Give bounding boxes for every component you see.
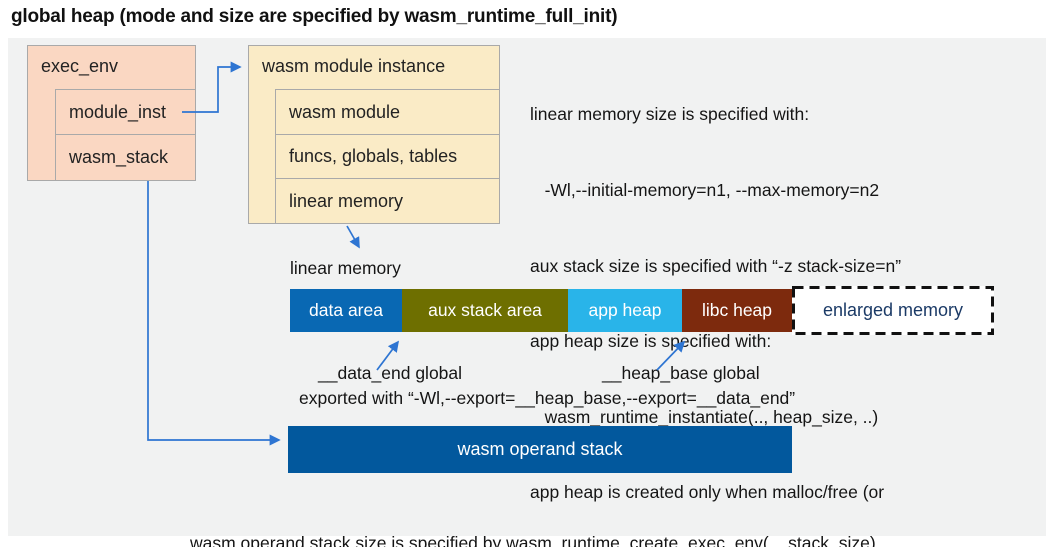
heap-base-global-label: __heap_base global xyxy=(602,363,760,383)
aux-stack-area-label: aux stack area xyxy=(428,300,542,320)
module-instance-header: wasm module instance xyxy=(262,56,446,76)
exec-env-row-wasm-stack: wasm_stack xyxy=(55,134,196,181)
exec-env-header: exec_env xyxy=(41,56,119,76)
diagram-title: global heap (mode and size are specified… xyxy=(11,6,618,27)
operand-stack-notes: wasm operand stack size is specified by … xyxy=(190,481,876,547)
enlarged-memory-label: enlarged memory xyxy=(822,300,964,320)
export-flags-label: exported with “-Wl,--export=__heap_base,… xyxy=(299,388,796,408)
libc-heap-label: libc heap xyxy=(701,300,773,320)
note-line: aux stack size is specified with “-z sta… xyxy=(530,255,902,276)
data-area-label: data area xyxy=(309,300,383,320)
note-line: wasm operand stack size is specified by … xyxy=(190,533,876,547)
module-instance-row-funcs-globals-tables: funcs, globals, tables xyxy=(275,134,500,179)
module-inst-label: module_inst xyxy=(69,101,167,122)
wasm-module-label: wasm module xyxy=(289,101,401,122)
linear-memory-label: linear memory xyxy=(290,258,401,278)
data-end-global-label: __data_end global xyxy=(318,363,463,383)
segment-libc-heap: libc heap xyxy=(682,289,792,332)
module-instance-row-linear-memory: linear memory xyxy=(275,178,500,224)
segment-data-area: data area xyxy=(290,289,402,332)
note-line: app heap is created only when malloc/fre… xyxy=(530,482,885,503)
linear-memory-row-label: linear memory xyxy=(289,190,404,211)
segment-aux-stack-area: aux stack area xyxy=(402,289,568,332)
wasm-operand-stack-bar: wasm operand stack xyxy=(288,426,792,473)
app-heap-label: app heap xyxy=(588,300,662,320)
funcs-globals-tables-label: funcs, globals, tables xyxy=(289,146,458,166)
note-line: linear memory size is specified with: xyxy=(530,104,810,125)
note-line: wasm_runtime_instantiate(.., heap_size, … xyxy=(530,406,879,427)
segment-app-heap: app heap xyxy=(568,289,682,332)
exec-env-row-module-inst: module_inst xyxy=(55,89,196,135)
note-line: -Wl,--initial-memory=n1, --max-memory=n2 xyxy=(530,180,880,201)
segment-enlarged-memory: enlarged memory xyxy=(792,286,994,335)
wasm-stack-label: wasm_stack xyxy=(69,147,169,167)
wasm-operand-stack-label: wasm operand stack xyxy=(457,439,623,459)
module-instance-row-wasm-module: wasm module xyxy=(275,89,500,135)
linear-memory-notes: linear memory size is specified with: -W… xyxy=(530,52,901,547)
